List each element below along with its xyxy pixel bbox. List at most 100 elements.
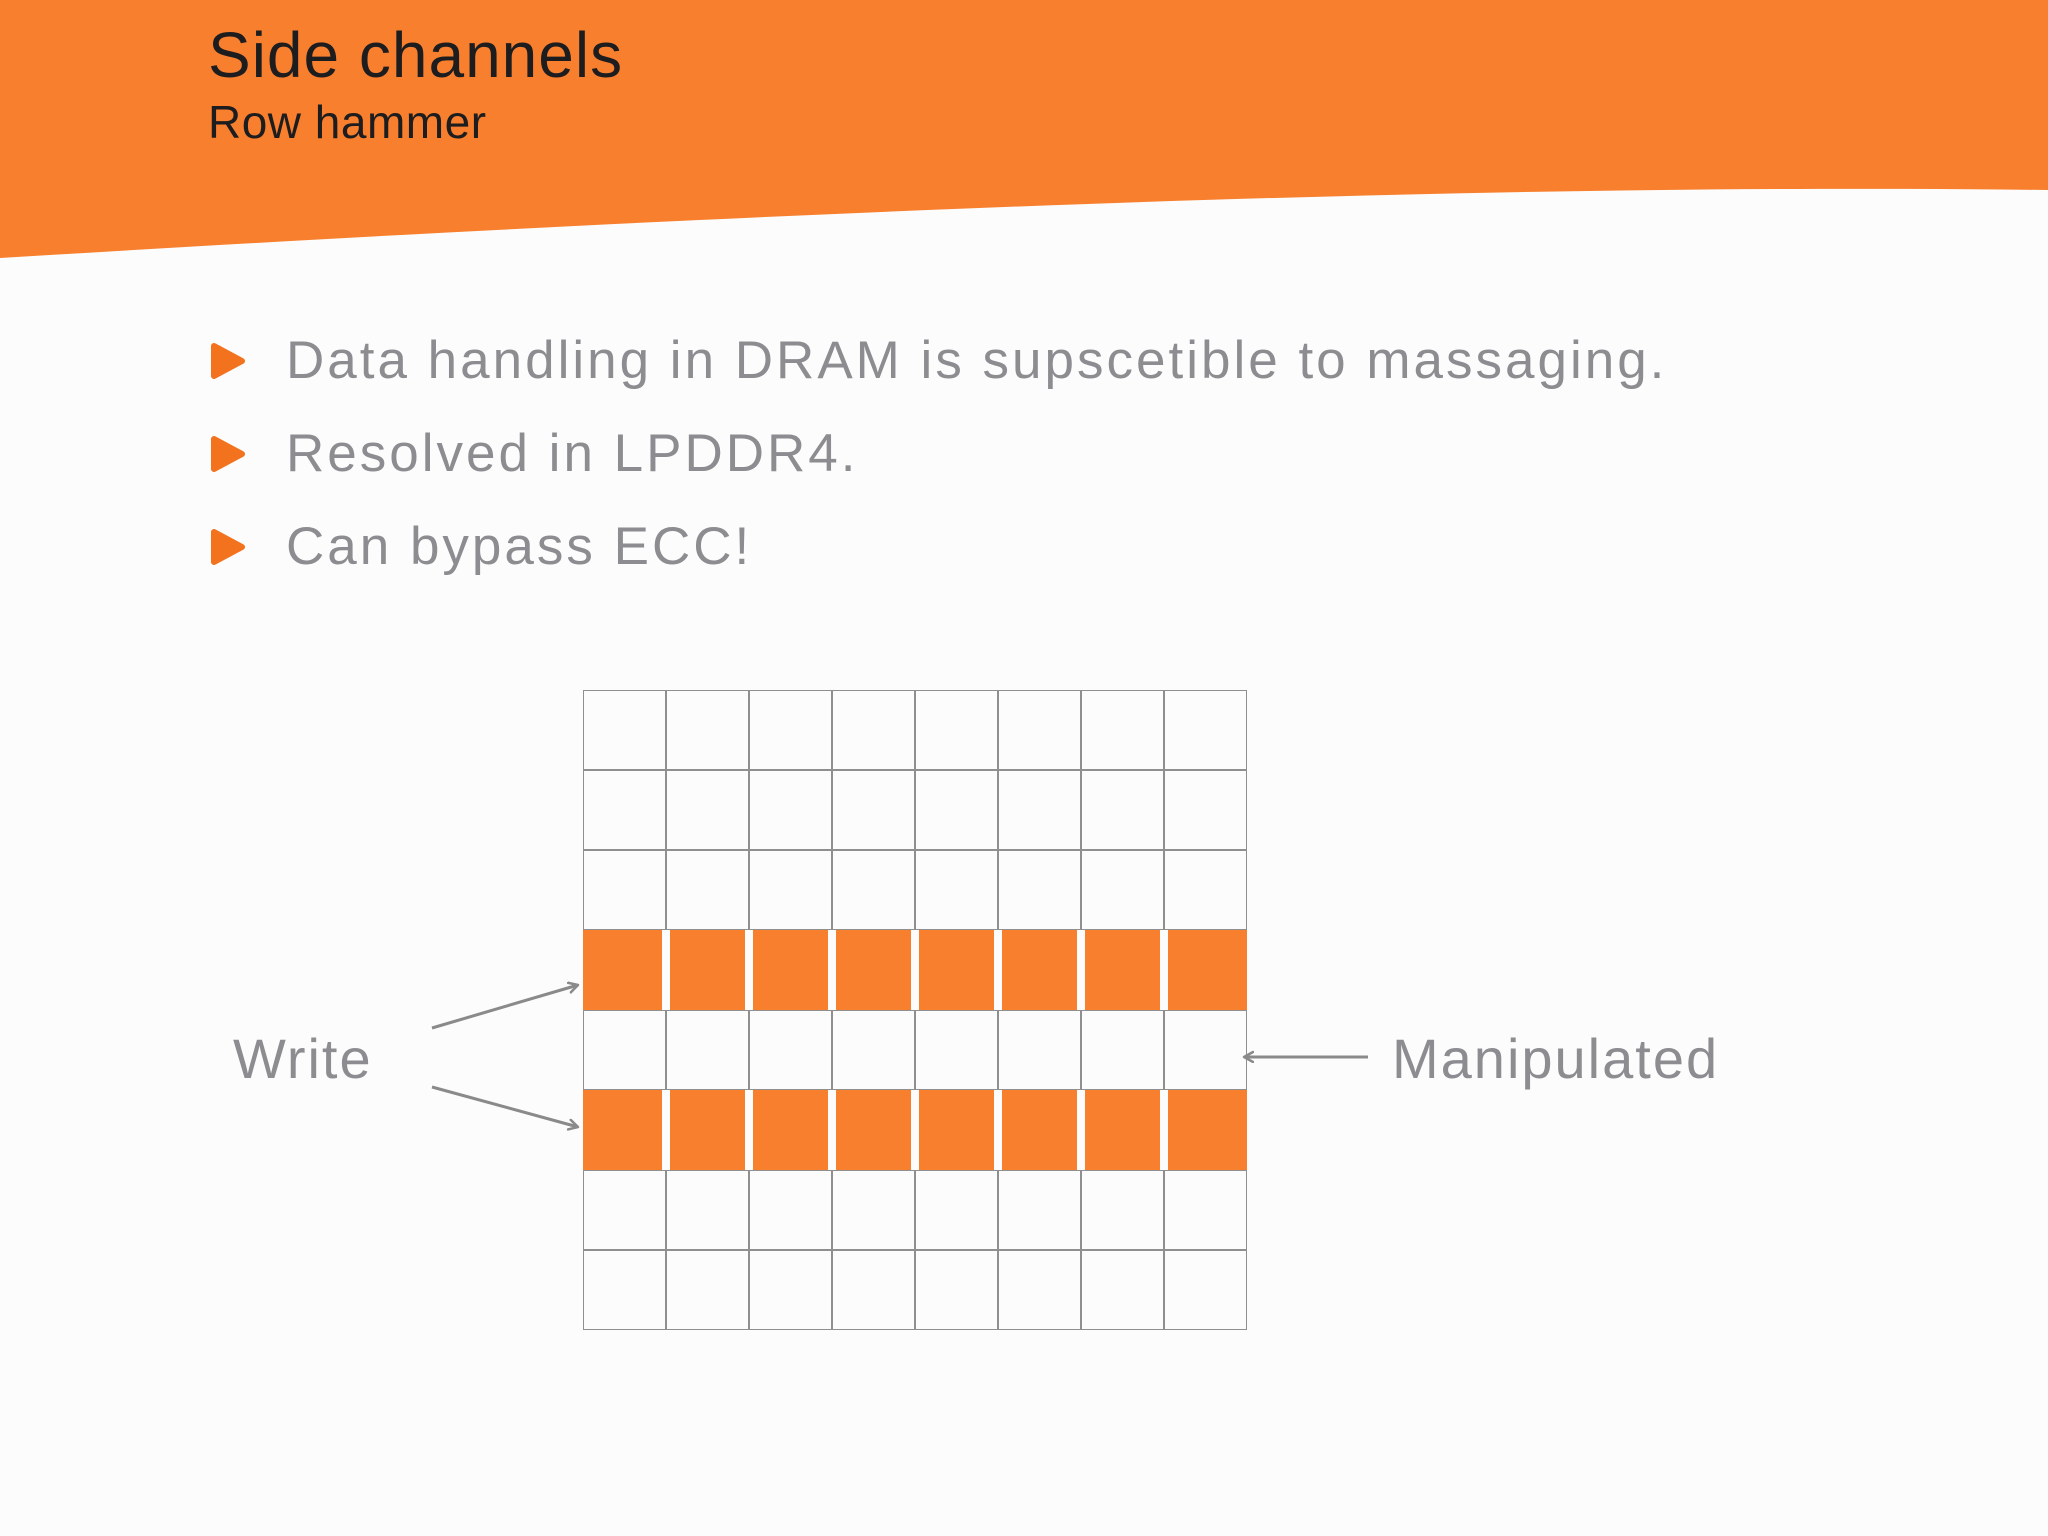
- dram-cell: [832, 1170, 915, 1250]
- written-cell-fill: [670, 930, 745, 1010]
- dram-cell: [1081, 770, 1164, 850]
- dram-cell-written: [666, 930, 749, 1010]
- written-cell-fill: [583, 930, 662, 1010]
- write-arrow-top: [431, 985, 578, 1030]
- dram-cell: [1164, 770, 1247, 850]
- dram-cell-written: [1164, 930, 1247, 1010]
- bullet-text: Data handling in DRAM is supscetible to …: [286, 331, 1668, 390]
- dram-cell: [915, 850, 998, 930]
- dram-cell: [832, 770, 915, 850]
- dram-cell: [749, 1010, 832, 1090]
- dram-cell: [1081, 1010, 1164, 1090]
- written-cell-fill: [1002, 1090, 1077, 1170]
- write-label: Write: [233, 1027, 373, 1090]
- dram-cell: [1164, 1250, 1247, 1330]
- dram-cell: [1081, 850, 1164, 930]
- dram-cell: [749, 770, 832, 850]
- written-cell-fill: [919, 1090, 994, 1170]
- dram-cell: [832, 1010, 915, 1090]
- grid-row: [583, 770, 1247, 850]
- dram-cell-written: [583, 930, 666, 1010]
- written-cell-fill: [836, 1090, 911, 1170]
- dram-cell: [832, 850, 915, 930]
- page-title: Side channels: [208, 19, 624, 91]
- grid-row: [583, 690, 1247, 770]
- dram-cell: [666, 1170, 749, 1250]
- dram-cell: [583, 1170, 666, 1250]
- bullet-text: Can bypass ECC!: [286, 517, 753, 576]
- title-block: Side channels Row hammer: [208, 18, 623, 149]
- bullet-item: Resolved in LPDDR4.: [210, 407, 1667, 500]
- page-subtitle: Row hammer: [208, 96, 487, 148]
- dram-cell: [749, 690, 832, 770]
- dram-cell-written: [749, 1090, 832, 1170]
- dram-cell: [1081, 690, 1164, 770]
- dram-cell-written: [915, 930, 998, 1010]
- dram-cell: [998, 850, 1081, 930]
- dram-cell: [583, 850, 666, 930]
- bullet-item: Data handling in DRAM is supscetible to …: [210, 314, 1667, 407]
- dram-cell: [749, 850, 832, 930]
- dram-cell: [583, 690, 666, 770]
- dram-cell: [749, 1250, 832, 1330]
- dram-cell: [583, 1250, 666, 1330]
- written-cell-fill: [753, 1090, 828, 1170]
- bullet-text: Resolved in LPDDR4.: [286, 424, 859, 483]
- dram-cell: [1081, 1250, 1164, 1330]
- dram-cell: [666, 1250, 749, 1330]
- dram-cell: [666, 850, 749, 930]
- dram-cell-written: [749, 930, 832, 1010]
- dram-cell: [583, 770, 666, 850]
- write-arrow-bottom: [431, 1085, 578, 1127]
- grid-row: [583, 1170, 1247, 1250]
- written-cell-fill: [583, 1090, 662, 1170]
- written-cell-fill: [753, 930, 828, 1010]
- bullet-list: Data handling in DRAM is supscetible to …: [210, 314, 1667, 593]
- dram-cell: [915, 770, 998, 850]
- grid-row-written: [583, 930, 1247, 1010]
- dram-cell-written: [1081, 1090, 1164, 1170]
- written-cell-fill: [1002, 930, 1077, 1010]
- grid-row: [583, 1010, 1247, 1090]
- written-cell-fill: [670, 1090, 745, 1170]
- dram-cell: [1164, 1010, 1247, 1090]
- dram-cell: [1164, 1170, 1247, 1250]
- written-cell-fill: [1085, 1090, 1160, 1170]
- dram-cell: [1164, 850, 1247, 930]
- dram-cell: [749, 1170, 832, 1250]
- dram-grid: [583, 690, 1247, 1330]
- dram-cell: [998, 1010, 1081, 1090]
- grid-row: [583, 850, 1247, 930]
- dram-cell: [915, 690, 998, 770]
- written-cell-fill: [1168, 930, 1247, 1010]
- bullet-triangle-icon: [210, 342, 246, 380]
- grid-row: [583, 1250, 1247, 1330]
- bullet-triangle-icon: [210, 528, 246, 566]
- dram-cell: [666, 1010, 749, 1090]
- bullet-item: Can bypass ECC!: [210, 500, 1667, 593]
- dram-cell: [998, 770, 1081, 850]
- dram-cell: [915, 1170, 998, 1250]
- dram-cell-written: [998, 1090, 1081, 1170]
- dram-cell-written: [998, 930, 1081, 1010]
- dram-cell-written: [666, 1090, 749, 1170]
- dram-cell: [583, 1010, 666, 1090]
- dram-cell-written: [915, 1090, 998, 1170]
- dram-cell: [666, 770, 749, 850]
- dram-cell: [832, 690, 915, 770]
- written-cell-fill: [1168, 1090, 1247, 1170]
- dram-cell-written: [832, 930, 915, 1010]
- dram-cell: [998, 1250, 1081, 1330]
- dram-cell: [1164, 690, 1247, 770]
- dram-cell-written: [1164, 1090, 1247, 1170]
- dram-cell: [832, 1250, 915, 1330]
- written-cell-fill: [919, 930, 994, 1010]
- grid-row-written: [583, 1090, 1247, 1170]
- header-band: [0, 0, 2048, 258]
- manipulated-label: Manipulated: [1392, 1027, 1720, 1090]
- dram-cell-written: [832, 1090, 915, 1170]
- written-cell-fill: [1085, 930, 1160, 1010]
- dram-cell: [1081, 1170, 1164, 1250]
- dram-cell: [915, 1250, 998, 1330]
